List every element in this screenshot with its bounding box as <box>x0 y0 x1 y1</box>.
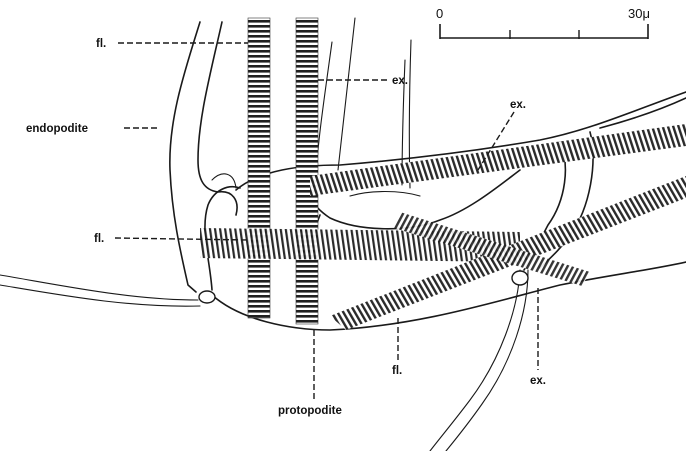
label-endopodite: endopodite <box>26 123 88 135</box>
scale-bar: 0 30μ <box>436 6 650 39</box>
muscle-band <box>248 18 270 318</box>
label-fl-top: fl. <box>96 38 106 50</box>
label-ex-top: ex. <box>392 75 408 87</box>
label-ex-mid: ex. <box>510 99 526 111</box>
label-fl-mid: fl. <box>94 233 104 245</box>
label-fl-bottom: fl. <box>392 365 402 377</box>
muscle-band <box>296 18 318 324</box>
muscle-band <box>310 124 686 196</box>
muscle-bands <box>200 18 686 330</box>
scale-end-label: 30μ <box>628 6 650 21</box>
scale-start-label: 0 <box>436 6 443 21</box>
labels: fl. fl. fl. ex. ex. ex. endopodite proto… <box>26 38 546 417</box>
label-ex-right: ex. <box>530 375 546 387</box>
label-protopodite: protopodite <box>278 405 342 417</box>
